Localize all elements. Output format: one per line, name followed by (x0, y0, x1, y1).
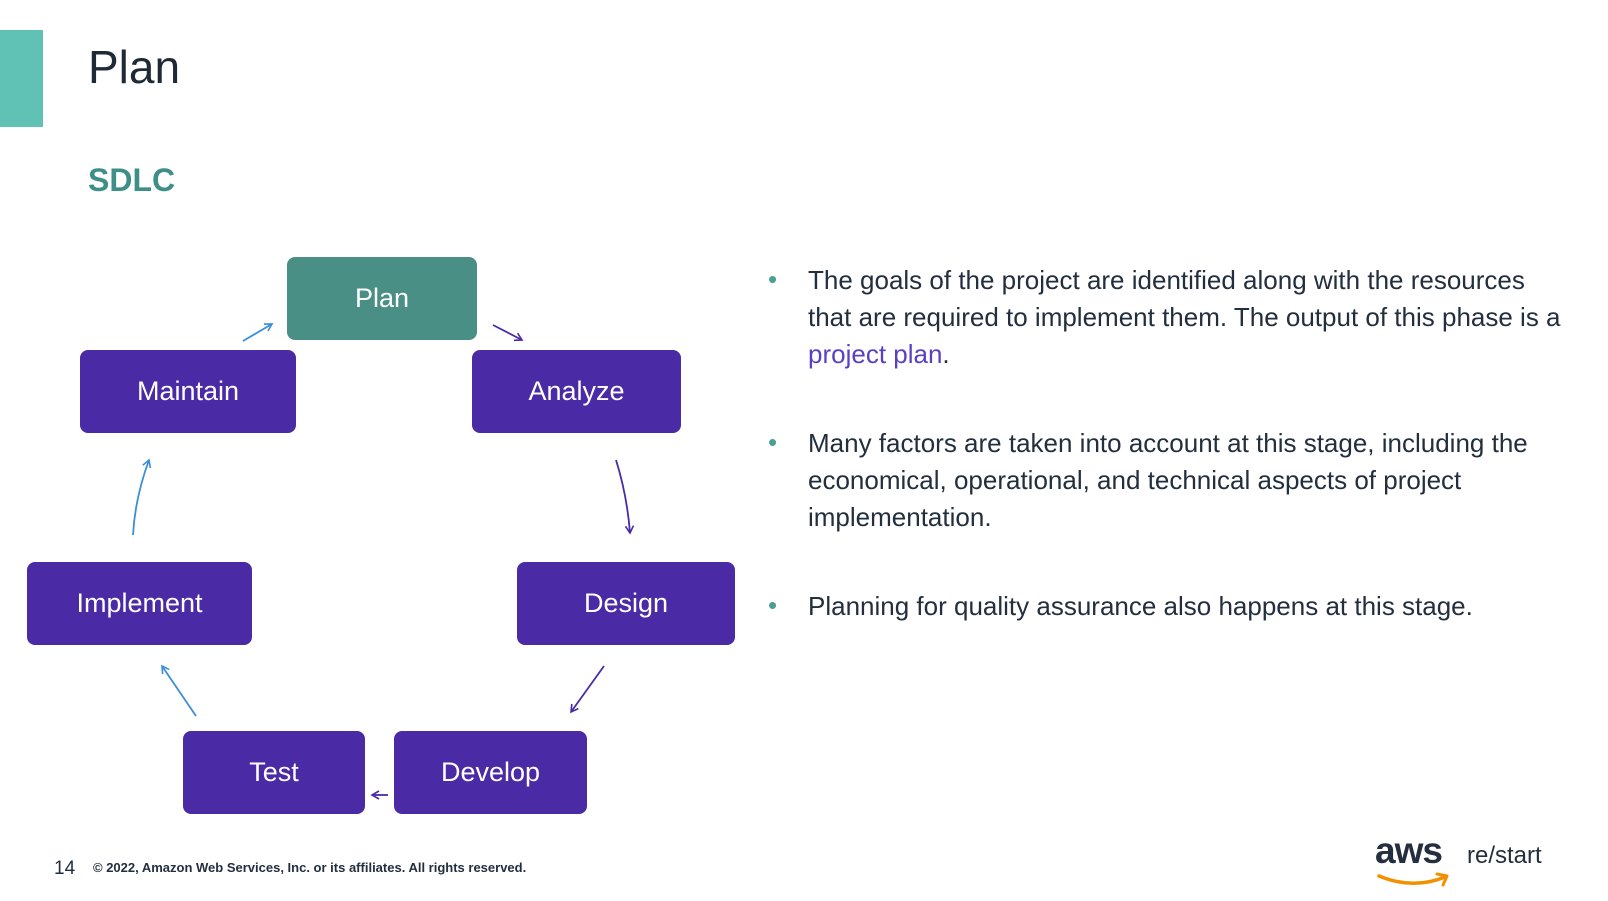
node-develop: Develop (394, 731, 587, 814)
bullet-text: Many factors are taken into account at t… (808, 428, 1528, 532)
arrow-maintain-to-plan (242, 323, 274, 342)
bullet-text-end: . (942, 339, 950, 369)
bullet-item: • Planning for quality assurance also hap… (765, 588, 1565, 625)
restart-wordmark: re/start (1467, 842, 1542, 869)
bullet-dot-icon: • (768, 427, 778, 457)
accent-bar (0, 30, 43, 127)
bullet-text: Planning for quality assurance also happ… (808, 591, 1473, 621)
project-plan-link[interactable]: project plan (808, 339, 943, 369)
bullet-text: The goals of the project are identified … (808, 265, 1561, 332)
node-analyze: Analyze (472, 350, 681, 433)
bullet-dot-icon: • (768, 264, 778, 294)
node-design: Design (517, 562, 735, 645)
node-test: Test (183, 731, 365, 814)
aws-smile-icon (1377, 872, 1449, 887)
page-number: 14 (54, 858, 76, 879)
arrow-design-to-develop (570, 665, 605, 714)
node-maintain: Maintain (80, 350, 296, 433)
node-plan: Plan (287, 257, 477, 340)
aws-restart-logo: aws re/start (1375, 830, 1575, 890)
copyright-text: © 2022, Amazon Web Services, Inc. or its… (93, 860, 527, 875)
bullet-item: • Many factors are taken into account at … (765, 425, 1565, 536)
arrow-test-to-implement (161, 664, 197, 717)
aws-wordmark: aws (1375, 830, 1443, 871)
node-implement: Implement (27, 562, 252, 645)
arrow-plan-to-analyze (492, 324, 524, 342)
slide-subtitle: SDLC (88, 162, 176, 198)
bullet-item: • The goals of the project are identified… (765, 262, 1565, 373)
arrow-analyze-to-design (615, 459, 635, 535)
arrow-implement-to-maintain (132, 458, 152, 536)
bullet-dot-icon: • (768, 590, 778, 620)
bullet-list: • The goals of the project are identified… (765, 262, 1565, 625)
slide-title: Plan (88, 41, 181, 93)
